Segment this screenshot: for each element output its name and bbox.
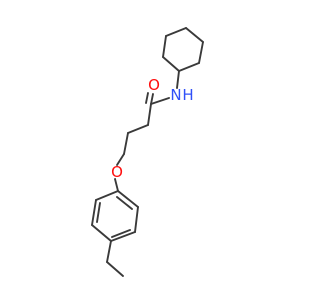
molecule-diagram: N H O O (91, 27, 204, 277)
bond (198, 41, 204, 64)
bond-ethyl (106, 240, 112, 263)
bond (178, 62, 200, 72)
bond-carbonyl-double-1 (150, 93, 154, 105)
bond (162, 35, 167, 58)
bond-ethyl (106, 261, 124, 277)
nitrogen-label: N (170, 86, 181, 104)
aromatic-double-bond (111, 229, 131, 238)
bond-carbonyl-double-2 (145, 92, 149, 104)
benzene-ring (91, 190, 139, 242)
bond-nitrogen-to-carbonyl (150, 97, 170, 105)
bond-ring-to-nitrogen (176, 70, 180, 89)
bond (110, 231, 136, 242)
bond-chain (123, 132, 129, 155)
bond-oxygen-to-ring (114, 178, 119, 192)
hydrogen-label: H (182, 86, 193, 104)
aromatic-double-bond (116, 196, 133, 210)
ether-oxygen-label: O (111, 163, 123, 181)
cyclohexyl-ring (162, 27, 204, 72)
bond-chain-to-oxygen (116, 153, 125, 166)
aromatic-double-bond (96, 202, 101, 223)
bond-chain (147, 103, 152, 126)
bond (91, 224, 112, 242)
carbonyl-oxygen-label: O (148, 76, 160, 94)
bond (134, 206, 139, 233)
bond-chain (127, 124, 149, 134)
bond (185, 27, 204, 43)
bond (91, 199, 97, 226)
bond (95, 190, 119, 201)
bond (165, 27, 187, 37)
bond (162, 56, 180, 72)
bond (117, 190, 139, 208)
